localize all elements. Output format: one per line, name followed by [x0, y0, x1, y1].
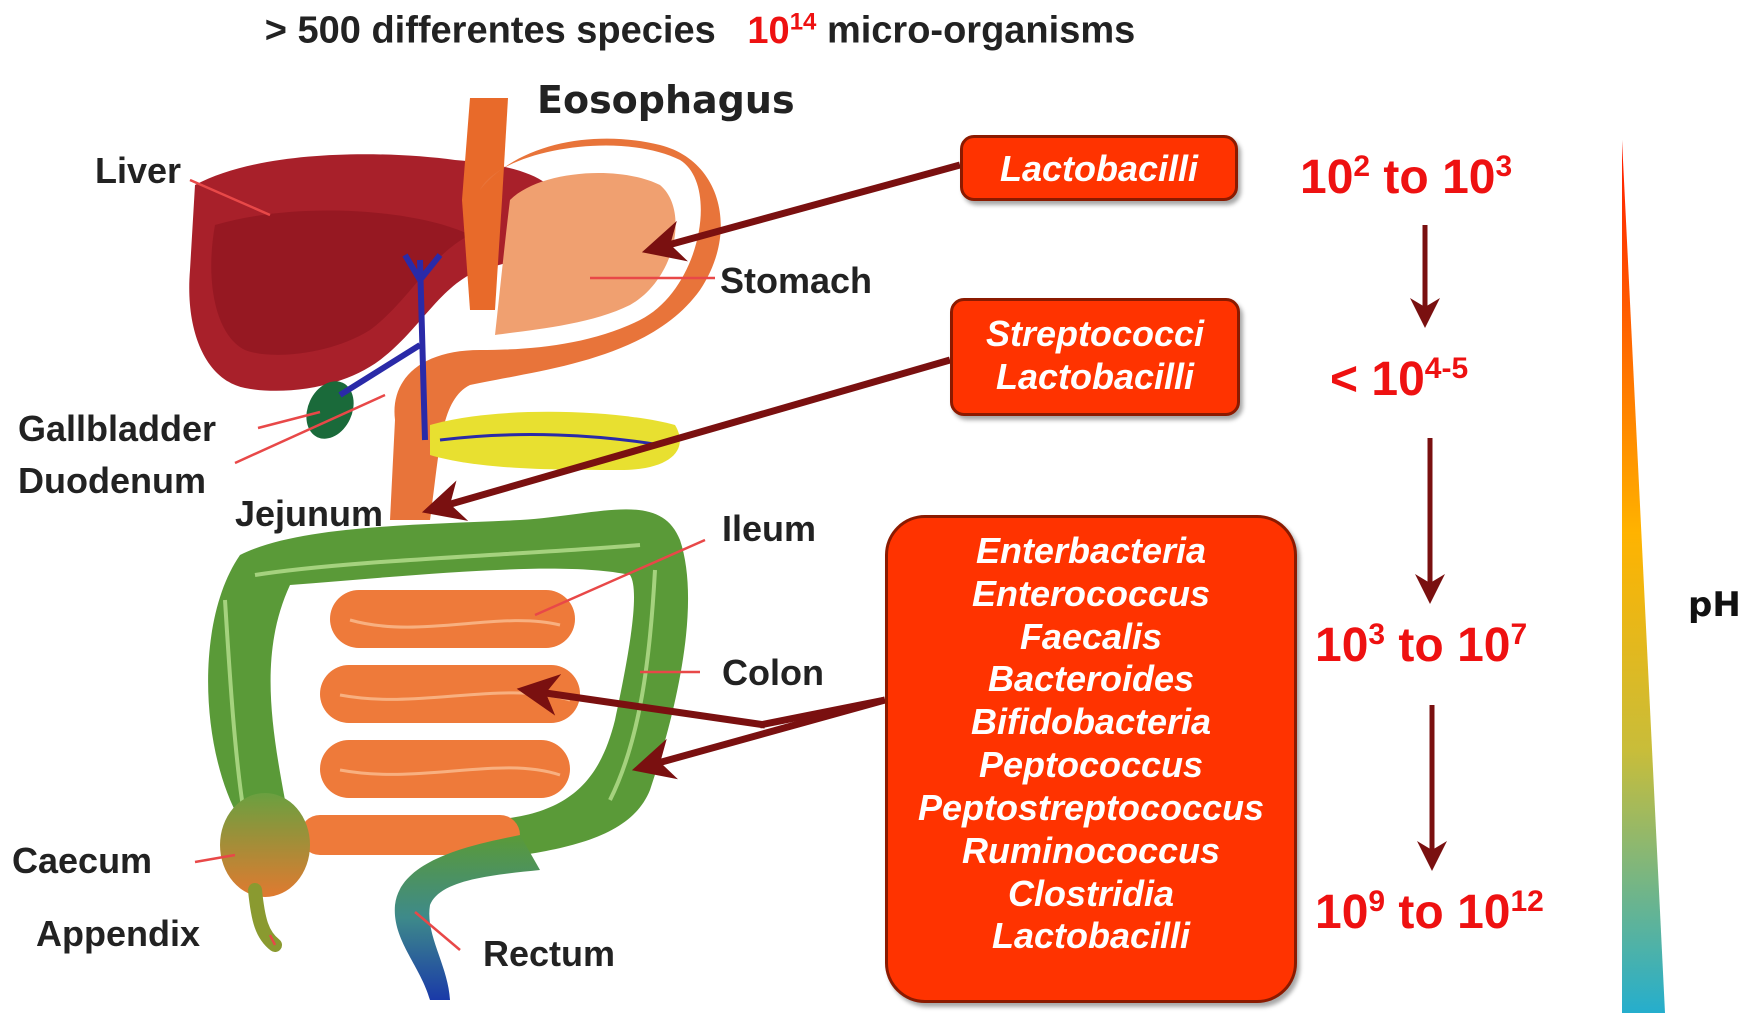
label-gallbladder: Gallbladder — [18, 408, 216, 450]
label-colon: Colon — [722, 652, 824, 694]
count-arrows — [1425, 225, 1432, 865]
label-ileum: Ileum — [722, 508, 816, 550]
caecum-shape — [220, 793, 310, 897]
bacteria-name: Clostridia — [888, 873, 1294, 916]
label-stomach: Stomach — [720, 260, 872, 302]
stomach-bacteria-box: Lactobacilli — [960, 135, 1238, 201]
bacteria-name: Peptococcus — [888, 744, 1294, 787]
count-stomach: 102 to 103 — [1300, 150, 1512, 205]
esophagus-tube — [462, 98, 508, 310]
label-caecum: Caecum — [12, 840, 152, 882]
bacteria-name: Faecalis — [888, 616, 1294, 659]
bacteria-name: Ruminococcus — [888, 830, 1294, 873]
bacteria-name: Enterococcus — [888, 573, 1294, 616]
ph-label: pH — [1688, 585, 1741, 625]
label-appendix: Appendix — [36, 913, 200, 955]
bacteria-name: Streptococci — [953, 313, 1237, 356]
colon-bacteria-box: Enterbacteria Enterococcus Faecalis Bact… — [885, 515, 1297, 1003]
label-duodenum: Duodenum — [18, 460, 206, 502]
bacteria-name: Peptostreptococcus — [888, 787, 1294, 830]
bacteria-name: Lactobacilli — [953, 356, 1237, 399]
header-count: 1014 — [747, 10, 816, 52]
rectum-shape — [395, 835, 540, 1000]
label-rectum: Rectum — [483, 933, 615, 975]
bacteria-name: Bacteroides — [888, 658, 1294, 701]
label-esophagus: Eosophagus — [537, 78, 795, 122]
count-colon: 109 to 1012 — [1315, 885, 1544, 940]
header-title: > 500 differentes species 1014 micro-org… — [0, 8, 1400, 53]
ph-gradient-wedge — [1622, 140, 1665, 1013]
count-ileum: 103 to 107 — [1315, 618, 1527, 673]
bacteria-name: Enterbacteria — [888, 530, 1294, 573]
bacteria-name: Lactobacilli — [963, 148, 1235, 191]
count-jejunum: < 104-5 — [1330, 352, 1468, 407]
header-organisms: micro-organisms — [827, 10, 1135, 52]
label-liver: Liver — [95, 150, 181, 192]
bacteria-name: Bifidobacteria — [888, 701, 1294, 744]
label-jejunum: Jejunum — [235, 493, 383, 535]
header-species: > 500 differentes species — [265, 10, 716, 52]
bacteria-name: Lactobacilli — [888, 915, 1294, 958]
jejunum-bacteria-box: Streptococci Lactobacilli — [950, 298, 1240, 416]
